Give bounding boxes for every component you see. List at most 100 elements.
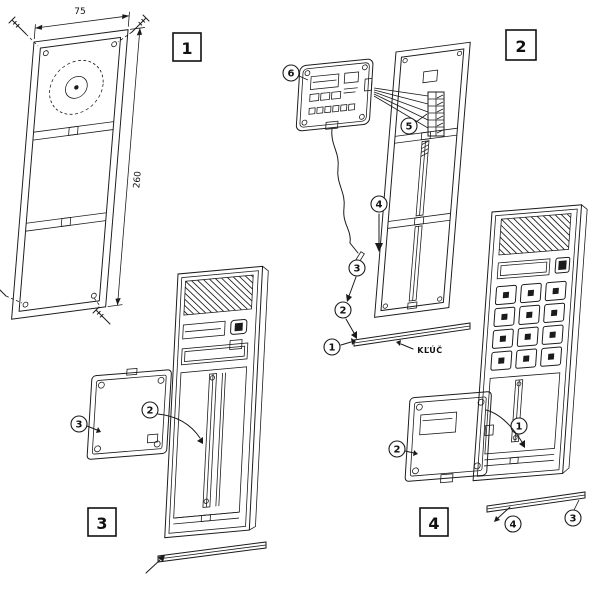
- callout-1-arrowhead: [351, 338, 356, 345]
- step1-frame-drawing: 75 260 1: [0, 7, 202, 325]
- callout-circle-1: [323, 338, 341, 356]
- terminal: [348, 103, 356, 111]
- keypad-key: [515, 348, 538, 369]
- corner-hole: [22, 301, 29, 308]
- key-label: KĽÚČ: [417, 344, 442, 355]
- step2-exploded-drawing: 6 5 4 3 2 1 KĽÚČ 2: [282, 29, 537, 356]
- callout-3-label: 3: [354, 264, 361, 275]
- key-arrowhead: [396, 340, 401, 346]
- strip-arrowhead: [351, 331, 357, 339]
- callout-2-label: 2: [147, 406, 154, 417]
- callout-1-label: 1: [329, 343, 336, 354]
- key-trim-strip: [353, 322, 471, 347]
- rail-screw-plate: [60, 216, 72, 227]
- speaker-grille-hatch: [498, 213, 572, 255]
- step2-label: 2: [515, 37, 526, 56]
- callout-1-curved-arrow: [485, 409, 523, 443]
- callout-circle-6: [282, 64, 300, 82]
- panel-inner-outline: [168, 270, 259, 534]
- speaker-grille-hatch: [183, 274, 254, 316]
- bar-screw: [203, 498, 209, 504]
- step4-label-box: [419, 507, 449, 537]
- keypad-key: [544, 280, 567, 302]
- trim-strip-line: [157, 544, 267, 560]
- callout-5-label: 5: [406, 122, 413, 133]
- box-tab: [126, 367, 138, 376]
- step3-front-panel: [164, 265, 269, 539]
- strip-remove-arrowhead: [494, 516, 500, 522]
- call-button-glyph: [234, 322, 243, 332]
- camera-button-glyph: [558, 260, 567, 270]
- key-glyph: [502, 291, 510, 299]
- bottom-trim-strip: [157, 541, 267, 563]
- callout-circle-3: [348, 259, 366, 277]
- bottom-rail: [484, 453, 555, 467]
- keypad-key: [543, 302, 566, 323]
- module-screw: [358, 113, 365, 120]
- lock-channel-line: [412, 226, 420, 301]
- back-box-outline: [86, 369, 172, 460]
- hanging-cable: [331, 127, 359, 254]
- component: [309, 93, 320, 102]
- callout-2-arrow: [404, 450, 415, 454]
- module-screw: [361, 64, 368, 71]
- bar-screw: [516, 381, 522, 387]
- callout-1-arrowhead: [519, 440, 525, 448]
- corner-hole: [437, 296, 443, 302]
- component: [331, 90, 342, 100]
- display-window: [496, 258, 551, 280]
- box-screw: [412, 467, 419, 475]
- corner-hole: [90, 292, 97, 299]
- component: [320, 92, 331, 101]
- step4-assembly-drawing: 2 1 4 3 4: [388, 204, 588, 537]
- module-outline: [295, 58, 374, 132]
- frame-inner-outline: [18, 36, 122, 312]
- module-screw: [304, 70, 311, 77]
- nameplate-inner: [184, 345, 246, 362]
- key-glyph: [499, 335, 507, 342]
- key-glyph: [498, 357, 505, 364]
- box-cutout-line: [422, 417, 453, 422]
- callout-circle-2: [388, 440, 406, 458]
- box-cutout: [419, 411, 458, 436]
- label-window: [182, 320, 226, 340]
- keypad-key: [540, 346, 563, 367]
- key-glyph: [547, 353, 555, 360]
- panel-depth-edges: [562, 204, 588, 474]
- frame-outer-outline: [11, 29, 129, 320]
- width-dimension-label: 75: [74, 7, 85, 17]
- callout-5-leader: [415, 113, 428, 123]
- step3-label: 3: [96, 514, 107, 533]
- callout-4-label: 4: [510, 520, 517, 531]
- panel-outline: [472, 204, 583, 482]
- callout-1-label: 1: [516, 422, 523, 433]
- step1-label: 1: [181, 39, 192, 58]
- panel-outline: [164, 265, 264, 539]
- keypad-key: [518, 304, 541, 325]
- electronics-module: [295, 58, 374, 132]
- box-screw: [157, 376, 165, 384]
- down-arrowhead: [375, 243, 383, 252]
- terminal: [324, 105, 332, 114]
- keypad-key: [490, 350, 513, 371]
- keypad-key: [519, 282, 542, 304]
- key-glyph: [549, 331, 556, 338]
- callout-3-leader: [573, 499, 580, 511]
- strip-insert-arrowhead: [158, 555, 165, 562]
- bar-screw: [209, 375, 215, 381]
- screw-icon: [131, 14, 150, 33]
- keypad: [490, 280, 567, 371]
- cable-hole-center: [74, 85, 79, 90]
- callout-circle-3: [564, 509, 582, 527]
- dim-arrowhead: [35, 24, 43, 30]
- box-tab: [484, 424, 494, 436]
- trim-strip-line: [486, 494, 586, 510]
- corner-hole: [402, 58, 408, 64]
- component-lines: [343, 87, 358, 94]
- keypad-key: [493, 306, 516, 327]
- callout-circle-1: [510, 417, 528, 435]
- mounting-bar-lines: [205, 372, 226, 508]
- box-screw: [473, 462, 481, 470]
- rail-screw-plate: [413, 216, 425, 226]
